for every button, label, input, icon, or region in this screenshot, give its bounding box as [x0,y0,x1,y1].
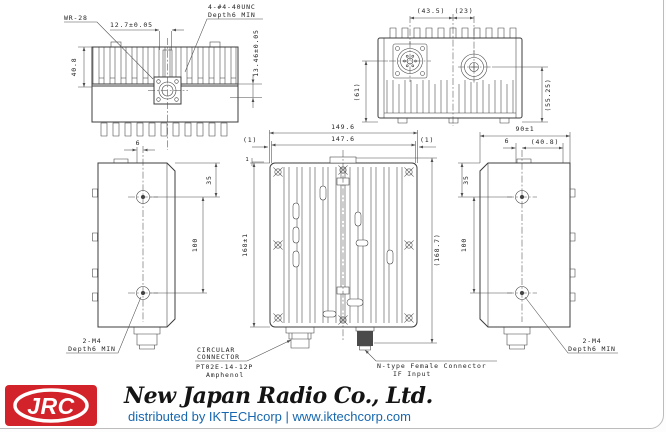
connector-callouts: CIRCULAR CONNECTOR PT02E-14-12P Amphenol… [195,339,497,379]
flange-offset-dim: 13.46±0.05 [252,29,260,77]
right-m4-label-line2: Depth6 MIN [568,345,616,353]
overall-width-dim: 149.6 [331,123,355,131]
bottom-connector-side [133,326,161,350]
view-side-right: 35 100 2-M4 Depth6 MIN [458,150,618,354]
ntype-connector-bottom [355,326,375,351]
overall-depth-dim: 90±1 [515,125,534,133]
right-hole-span-dim: 100 [460,238,468,252]
edge-offset-dim: 6 [505,137,510,145]
center-overall-height-dim: (168.7) [433,233,441,266]
fin-left-dim: (1) [243,136,257,144]
left-m4-label-line1: 2-M4 [82,337,101,345]
body-width-dim: 147.6 [331,135,355,143]
ntype-connector-face [458,50,492,84]
fin-step-dim: 1 [245,157,248,163]
left-hole-top-dim: 35 [205,175,213,185]
unc-label-line2: Depth6 MIN [208,11,256,19]
circ-center-dim: (43.5) [417,7,446,15]
ntype-height-dim: (55.25) [544,78,552,111]
technical-drawing: WR-28 12.7±0.05 4-#4-40UNC Depth6 MIN 40… [64,3,618,379]
view-front-heatsink: WR-28 12.7±0.05 4-#4-40UNC Depth6 MIN 40… [64,3,263,150]
circular-connector-bottom [285,326,315,349]
fin-right-dim: (1) [420,136,434,144]
jrc-logo: JRC [5,385,97,426]
view-connector-face: (43.5) (23) (61) (55.25) [353,7,552,126]
wr28-label: WR-28 [64,14,88,22]
left-m4-label-line2: Depth6 MIN [68,345,116,353]
ntype-label-line2: IF Input [393,370,431,378]
front-height-dim: 40.8 [70,57,78,76]
circ-height-dim: (61) [353,82,361,101]
ntype-label-line1: N-type Female Connector [377,362,487,370]
width-dimensions: 149.6 147.6 (1) (1) 90±1 6 (40.8) [243,123,571,163]
unc-label-line1: 4-#4-40UNC [208,3,256,11]
view-side-left: 6 35 100 2-M4 Depth6 MIN [66,139,220,354]
right-m4-label-line1: 2-M4 [582,337,601,345]
circular-label-line1: CIRCULAR [197,346,235,354]
company-name: New Japan Radio Co., Ltd. [124,383,433,409]
jrc-logo-text: JRC [27,393,75,419]
center-height-dim: 168±1 [241,233,249,257]
bottom-connector-side [503,326,531,350]
hole-span-depth-dim: (40.8) [531,138,560,146]
view-heatsink-face: 1 168±1 (168.7) [241,150,441,351]
circular-label-line4: Amphenol [206,371,244,379]
circular-label-line3: PT02E-14-12P [196,363,253,371]
distributor-line[interactable]: distributed by IKTECHcorp | www.iktechco… [128,409,411,424]
right-hole-top-dim: 35 [462,175,470,185]
left-hole-span-dim: 100 [191,238,199,252]
circular-connector-face [389,41,431,82]
ntype-center-dim: (23) [454,7,473,15]
flange-width-dim: 12.7±0.05 [110,21,153,29]
jrc-logo-ellipse [13,388,89,423]
circular-label-line2: CONNECTOR [197,353,240,361]
left-top-offset-dim: 6 [136,139,141,147]
